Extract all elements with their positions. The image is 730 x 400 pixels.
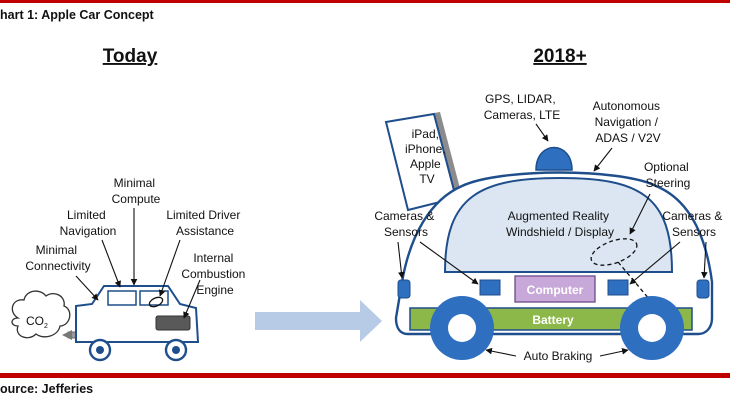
minimal-connectivity-arrow — [75, 275, 99, 301]
ar-windshield-label: Augmented Reality Windshield / Display — [506, 209, 614, 239]
top-accent-bar — [0, 0, 730, 3]
co2-label: CO2 — [26, 314, 48, 330]
engine-block — [155, 315, 191, 331]
internal-combustion-engine-label: Internal Combustion Engine — [181, 251, 248, 297]
battery-label: Battery — [532, 313, 574, 327]
auto-braking-label: Auto Braking — [524, 349, 593, 363]
chart-title: hart 1: Apple Car Concept — [0, 8, 154, 22]
cameras-right-arrow-inner — [629, 241, 681, 285]
sensor-dome — [535, 146, 573, 171]
footer-accent-bar — [0, 373, 730, 378]
transition-arrow — [255, 300, 382, 342]
ar-windshield — [443, 176, 674, 273]
today-car — [75, 285, 200, 362]
source-note: ource: Jefferies — [0, 382, 94, 396]
engine-arrow — [183, 279, 201, 319]
ipad-label: iPad, iPhone, Apple TV — [405, 127, 449, 186]
auto-braking-arrow-left — [485, 347, 517, 357]
gps-label: GPS, LIDAR, Cameras, LTE — [484, 92, 560, 122]
gps-arrow — [535, 123, 549, 142]
computer-box — [514, 275, 596, 303]
optional-steering-arrow — [629, 193, 651, 235]
limited-navigation-arrow — [101, 239, 121, 288]
exhaust-cloud: CO2 — [11, 290, 71, 339]
right-camera — [607, 279, 629, 296]
left-camera — [479, 279, 501, 296]
cameras-right-label: Cameras & Sensors — [662, 209, 725, 239]
cameras-left-arrow-inner — [419, 241, 479, 285]
cameras-left-arrow-outer — [397, 241, 405, 279]
minimal-connectivity-label: Minimal Connectivity — [25, 243, 90, 273]
limited-navigation-label: Limited Navigation — [60, 208, 117, 238]
steering-wheel-icon — [148, 296, 164, 308]
future-heading: 2018+ — [533, 46, 586, 67]
autonomous-label: Autonomous Navigation / ADAS / V2V — [593, 99, 664, 145]
computer-label: Computer — [527, 283, 584, 297]
autonomous-arrow — [593, 147, 613, 172]
right-side-sensor — [696, 279, 710, 299]
auto-braking-arrow-right — [599, 348, 629, 357]
today-heading: Today — [103, 46, 158, 67]
limited-driver-assistance-arrow — [158, 239, 181, 297]
cameras-right-arrow-outer — [701, 241, 708, 279]
limited-driver-assistance-label: Limited Driver Assistance — [166, 208, 243, 238]
future-rear-wheel — [620, 296, 684, 360]
optional-steering-label: Optional Steering — [644, 160, 692, 190]
left-side-sensor — [397, 279, 411, 299]
ipad-device-icon — [384, 112, 462, 212]
minimal-compute-label: Minimal Compute — [112, 176, 161, 206]
cameras-left-label: Cameras & Sensors — [374, 209, 437, 239]
future-front-wheel — [430, 296, 494, 360]
